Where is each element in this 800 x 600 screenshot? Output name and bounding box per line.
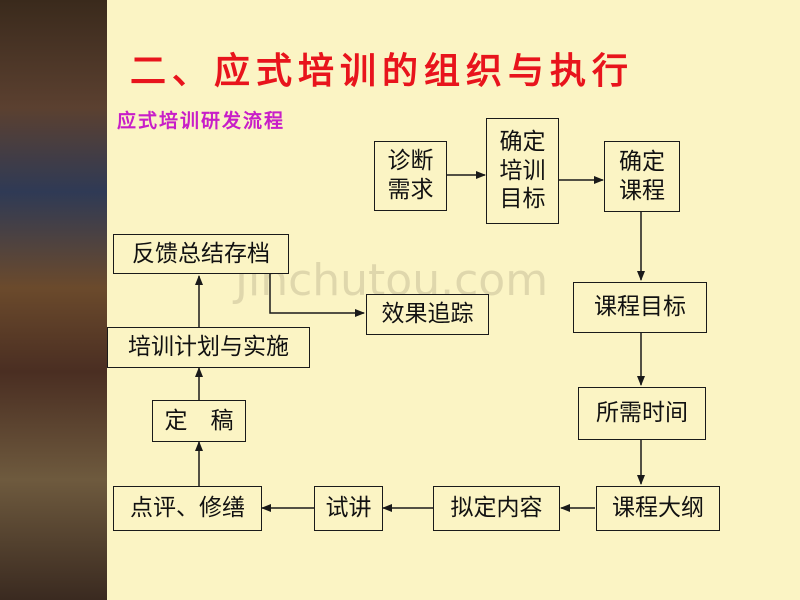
node-trial-lecture: 试讲 <box>314 486 383 531</box>
node-review-revise: 点评、修缮 <box>113 486 262 531</box>
node-set-course: 确定 课程 <box>604 141 680 212</box>
arrow-feedback-to-tracking <box>269 274 365 317</box>
diagram-subtitle: 应式培训研发流程 <box>117 110 286 132</box>
node-time-needed: 所需时间 <box>578 387 706 440</box>
node-course-outline: 课程大纲 <box>596 486 720 531</box>
node-finalize: 定 稿 <box>152 400 246 442</box>
page-title: 二、应式培训的组织与执行 <box>130 50 635 92</box>
node-training-plan: 培训计划与实施 <box>107 327 310 368</box>
node-draft-content: 拟定内容 <box>433 486 560 531</box>
node-course-goal: 课程目标 <box>573 282 707 333</box>
node-set-training-goal: 确定 培训 目标 <box>486 118 559 224</box>
node-feedback-archive: 反馈总结存档 <box>113 234 289 274</box>
node-effect-tracking: 效果追踪 <box>366 294 489 335</box>
node-diagnose-needs: 诊断 需求 <box>374 141 447 211</box>
decorative-photo-strip <box>0 0 107 600</box>
